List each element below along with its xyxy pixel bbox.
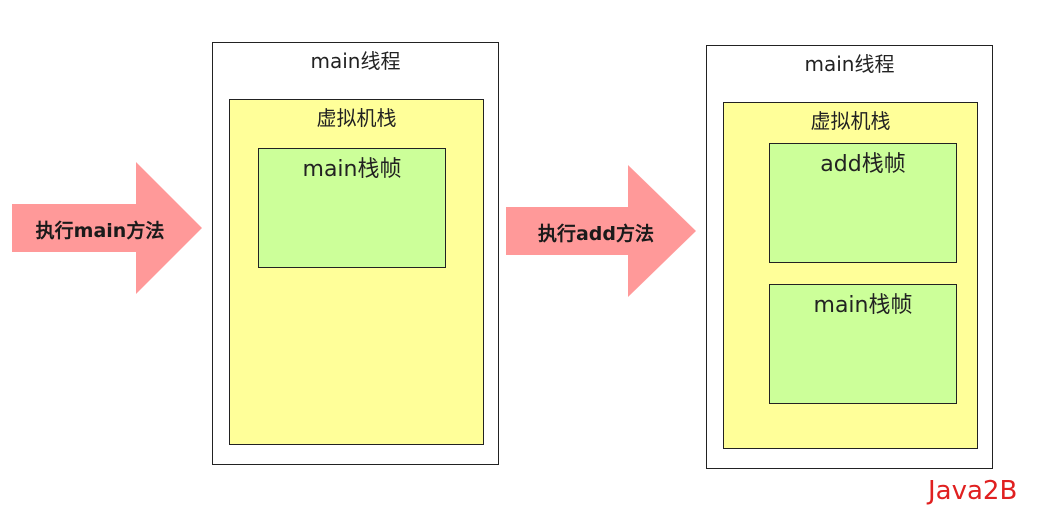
frame-title: main栈帧: [302, 157, 402, 182]
main-thread-box-left: main线程 虚拟机栈 main栈帧: [212, 42, 499, 465]
thread-title: main线程: [804, 52, 895, 76]
execute-main-arrow: 执行main方法: [12, 162, 204, 294]
execute-add-arrow: 执行add方法: [506, 165, 698, 297]
stack-title: 虚拟机栈: [810, 109, 891, 133]
arrow-shape: [12, 162, 202, 294]
arrow-shape: [506, 165, 696, 297]
frame-title: main栈帧: [813, 293, 913, 318]
add-stack-frame: add栈帧: [769, 143, 957, 263]
jvm-stack-box: 虚拟机栈 main栈帧: [229, 99, 484, 445]
thread-title: main线程: [310, 49, 401, 73]
stack-title: 虚拟机栈: [316, 106, 397, 130]
main-stack-frame: main栈帧: [769, 284, 957, 404]
execute-add-label: 执行add方法: [537, 223, 655, 245]
watermark-text: Java2B: [928, 476, 1018, 506]
execute-main-label: 执行main方法: [35, 220, 165, 242]
main-stack-frame: main栈帧: [258, 148, 446, 268]
jvm-stack-box: 虚拟机栈 add栈帧 main栈帧: [723, 102, 978, 449]
frame-title: add栈帧: [820, 152, 906, 177]
main-thread-box-right: main线程 虚拟机栈 add栈帧 main栈帧: [706, 45, 993, 469]
